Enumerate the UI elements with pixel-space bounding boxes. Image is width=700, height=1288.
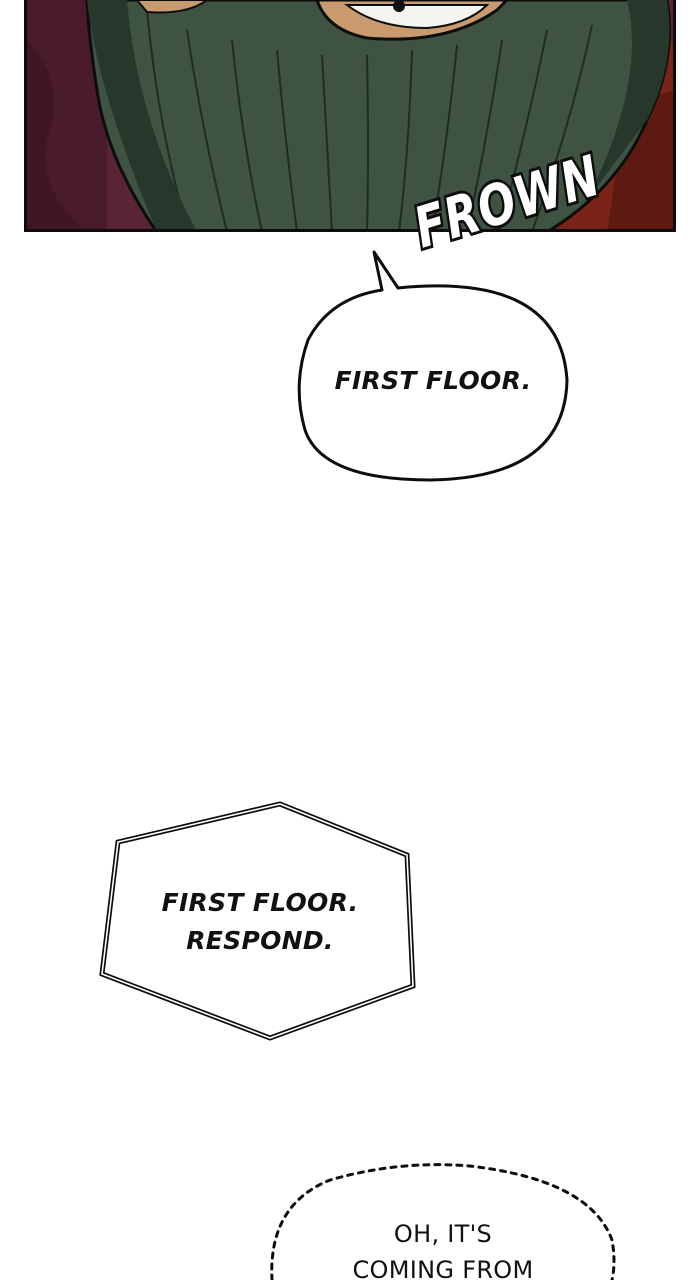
radio-line-1: FIRST FLOOR.	[161, 888, 359, 917]
whisper-line-2: COMING FROM	[352, 1256, 534, 1284]
whisper-line-1: OH, IT'S	[393, 1220, 493, 1248]
masked-face-illustration	[27, 0, 673, 229]
eye-opening-left	[135, 0, 209, 14]
eye-pupil	[393, 0, 405, 12]
speech-bubble-1	[297, 250, 569, 482]
radio-bubble-text: FIRST FLOOR. RESPOND.	[110, 884, 410, 960]
radio-line-2: RESPOND.	[186, 926, 334, 955]
comic-panel-masked-face	[24, 0, 676, 232]
mask-shadow-left	[87, 0, 196, 229]
whisper-bubble-text: OH, IT'S COMING FROM	[290, 1216, 596, 1288]
speech-line: FIRST FLOOR.	[334, 366, 532, 395]
speech-bubble-1-text: FIRST FLOOR.	[300, 362, 566, 400]
radio-bubble-inner-line	[101, 803, 414, 1039]
whisper-bubble	[270, 1163, 616, 1280]
background-texture	[27, 40, 84, 229]
mask-shadow-right	[587, 0, 670, 200]
eye-white	[344, 4, 490, 30]
